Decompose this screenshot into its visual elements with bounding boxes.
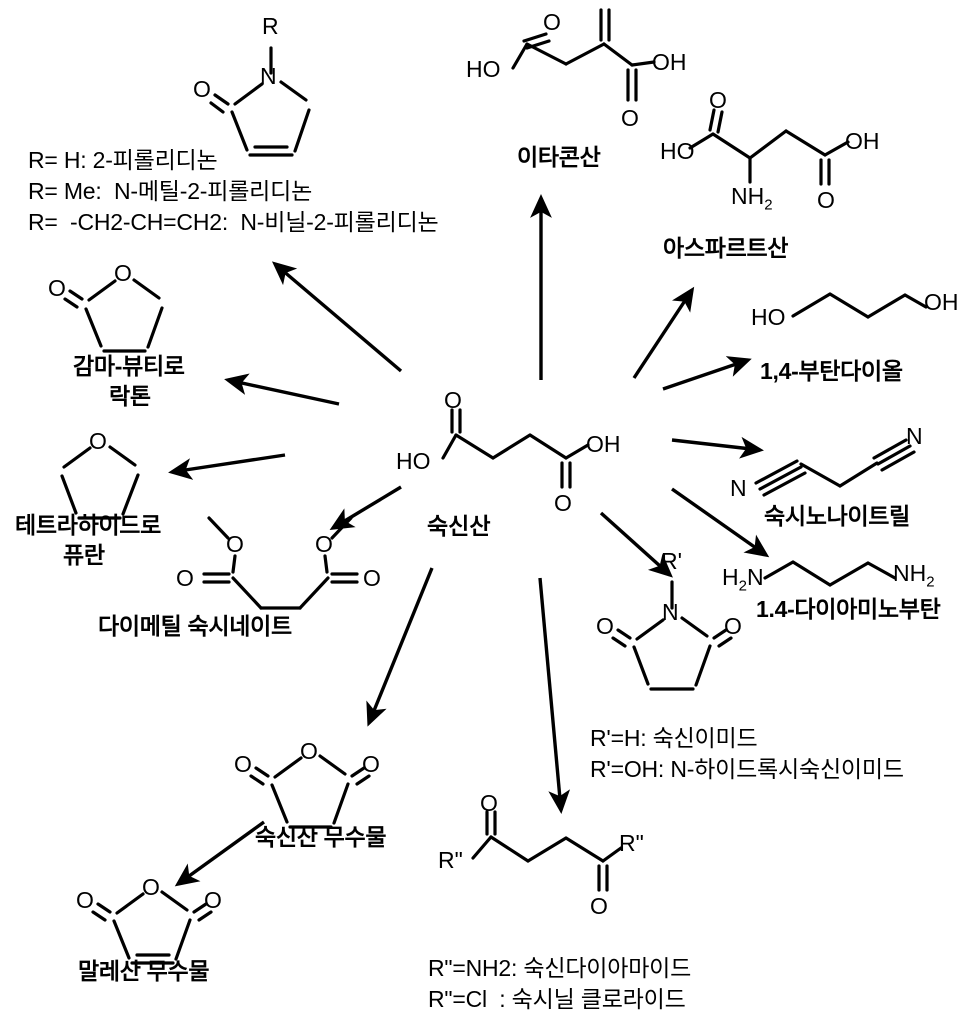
atom-label-NH2-aspartic: NH2 (731, 183, 773, 214)
atom-label-Rdprime-left: R" (438, 847, 463, 873)
legend-succinyl-line2: R"=Cl : 숙시닐 클로라이드 (428, 986, 686, 1012)
atom-label-O-maleic-1: O (76, 887, 94, 913)
structure-succinyl (471, 810, 623, 892)
atom-label-O-aspartic-2: O (817, 187, 835, 213)
arrow-to-gbl (224, 373, 340, 406)
label-succinonitrile: 숙시노나이트릴 (764, 503, 911, 529)
arrow-to-aspartic (632, 286, 695, 379)
atom-label-O-succinic-2: O (554, 490, 572, 516)
atom-label-R-pyrrolidinone: R (262, 13, 279, 39)
label-itaconic-acid: 이타콘산 (517, 144, 601, 170)
atom-label-O-maleic-ring: O (142, 874, 160, 900)
arrow-to-succinyl (538, 577, 571, 814)
legend-pyrrolidinone-line1: R= H: 2-피롤리디논 (28, 147, 218, 173)
atom-label-O-maleic-2: O (204, 887, 222, 913)
atom-label-N-succinonitrile-1: N (730, 475, 747, 501)
arrow-to-diaminobutane (671, 487, 770, 558)
label-aspartic-acid: 아스파르트산 (663, 235, 789, 261)
atom-label-OH-succinic: OH (586, 431, 621, 457)
label-thf-line2: 퓨란 (63, 542, 105, 568)
label-diaminobutane: 1.4-다이아미노부탄 (756, 596, 941, 622)
structure-succinic-anhydride (249, 754, 371, 829)
atom-label-O-anhydride-1: O (234, 751, 252, 777)
legend-succinimide-line1: R'=H: 숙신이미드 (590, 725, 758, 751)
label-thf-line1: 테트라하이드로 (15, 512, 162, 538)
atom-label-O-aspartic-1: O (709, 87, 727, 113)
legend-succinimide-line2: R'=OH: N-하이드록시숙신이미드 (590, 756, 904, 782)
structure-thf (60, 445, 140, 520)
structure-butanediol (791, 292, 928, 319)
arrow-to-butanediol (662, 356, 752, 391)
atom-label-NH2-diaminobutane: NH2 (893, 560, 935, 591)
legend-pyrrolidinone-line2: R= Me: N-메틸-2-피롤리디논 (28, 178, 313, 204)
label-gbl-line2: 락톤 (109, 383, 151, 409)
legend-succinyl-line1: R"=NH2: 숙신다이아마이드 (428, 955, 692, 981)
structure-diaminobutane (763, 560, 897, 587)
structure-gbl (63, 278, 164, 353)
label-gbl-line1: 감마-뷰티로 (73, 353, 185, 379)
atom-label-O-dimethyl-1: O (226, 531, 244, 557)
atom-label-O-succinimide-1: O (596, 613, 614, 639)
atom-label-OH-butanediol: OH (924, 289, 959, 315)
label-maleic-anhydride: 말레산 무수물 (78, 958, 210, 984)
label-succinic-anhydride: 숙신산 무수물 (255, 824, 387, 850)
structure-succinic-acid (441, 408, 590, 489)
atom-label-O-thf: O (89, 428, 107, 454)
structure-maleic-anhydride (91, 890, 213, 965)
atom-label-HO-butanediol: HO (751, 304, 786, 330)
atom-label-N-succinonitrile-2: N (906, 423, 923, 449)
atom-label-O-succinyl-1: O (480, 790, 498, 816)
atom-label-O-dimethyl-4: O (363, 565, 381, 591)
arrow-to-succinimide (599, 511, 673, 578)
structure-itaconic-acid (511, 8, 656, 102)
atom-label-Rdprime-right: R" (619, 830, 644, 856)
label-dimethyl-succinate: 다이메틸 숙시네이트 (98, 613, 292, 639)
atom-label-O-gbl-carbonyl: O (48, 275, 66, 301)
atom-label-H2N-diaminobutane: H2N (722, 564, 764, 595)
label-succinic-acid-center: 숙신산 (427, 513, 491, 539)
atom-label-O-dimethyl-3: O (176, 565, 194, 591)
atom-label-O-pyrrolidinone: O (193, 76, 211, 102)
atom-label-OH-itaconic: OH (652, 49, 687, 75)
arrow-to-thf (168, 453, 286, 480)
atom-label-O-itaconic-2: O (621, 105, 639, 131)
legend-pyrrolidinone-line3: R= -CH2-CH=CH2: N-비닐-2-피롤리디논 (28, 209, 439, 235)
atom-label-N-succinimide: N (662, 599, 679, 625)
arrow-to-dimethyl (329, 485, 402, 531)
structure-aspartic-acid (688, 108, 850, 186)
atom-label-O-succinic-1: O (444, 387, 462, 413)
atom-label-HO-succinic: HO (396, 448, 431, 474)
atom-label-O-itaconic-1: O (543, 9, 561, 35)
atom-label-O-succinyl-2: O (590, 893, 608, 919)
arrow-to-pyrrolidinone (271, 261, 403, 373)
atom-label-O-succinimide-2: O (724, 613, 742, 639)
atom-label-HO-itaconic: HO (466, 56, 501, 82)
atom-label-OH-aspartic: OH (845, 128, 880, 154)
arrow-to-maleic (174, 820, 265, 887)
atom-label-O-gbl-ring: O (114, 260, 132, 286)
label-butanediol: 1,4-부탄다이올 (760, 358, 903, 384)
atom-label-N-pyrrolidinone: N (260, 63, 277, 89)
structure-succinonitrile (754, 438, 916, 497)
atom-label-HO-aspartic: HO (660, 138, 695, 164)
atom-label-O-anhydride-2: O (362, 751, 380, 777)
atom-label-Rprime-succinimide: R' (661, 548, 683, 574)
atom-label-O-anhydride-ring: O (300, 738, 318, 764)
arrow-to-succinonitrile (671, 436, 764, 459)
atom-label-O-dimethyl-2: O (315, 531, 333, 557)
